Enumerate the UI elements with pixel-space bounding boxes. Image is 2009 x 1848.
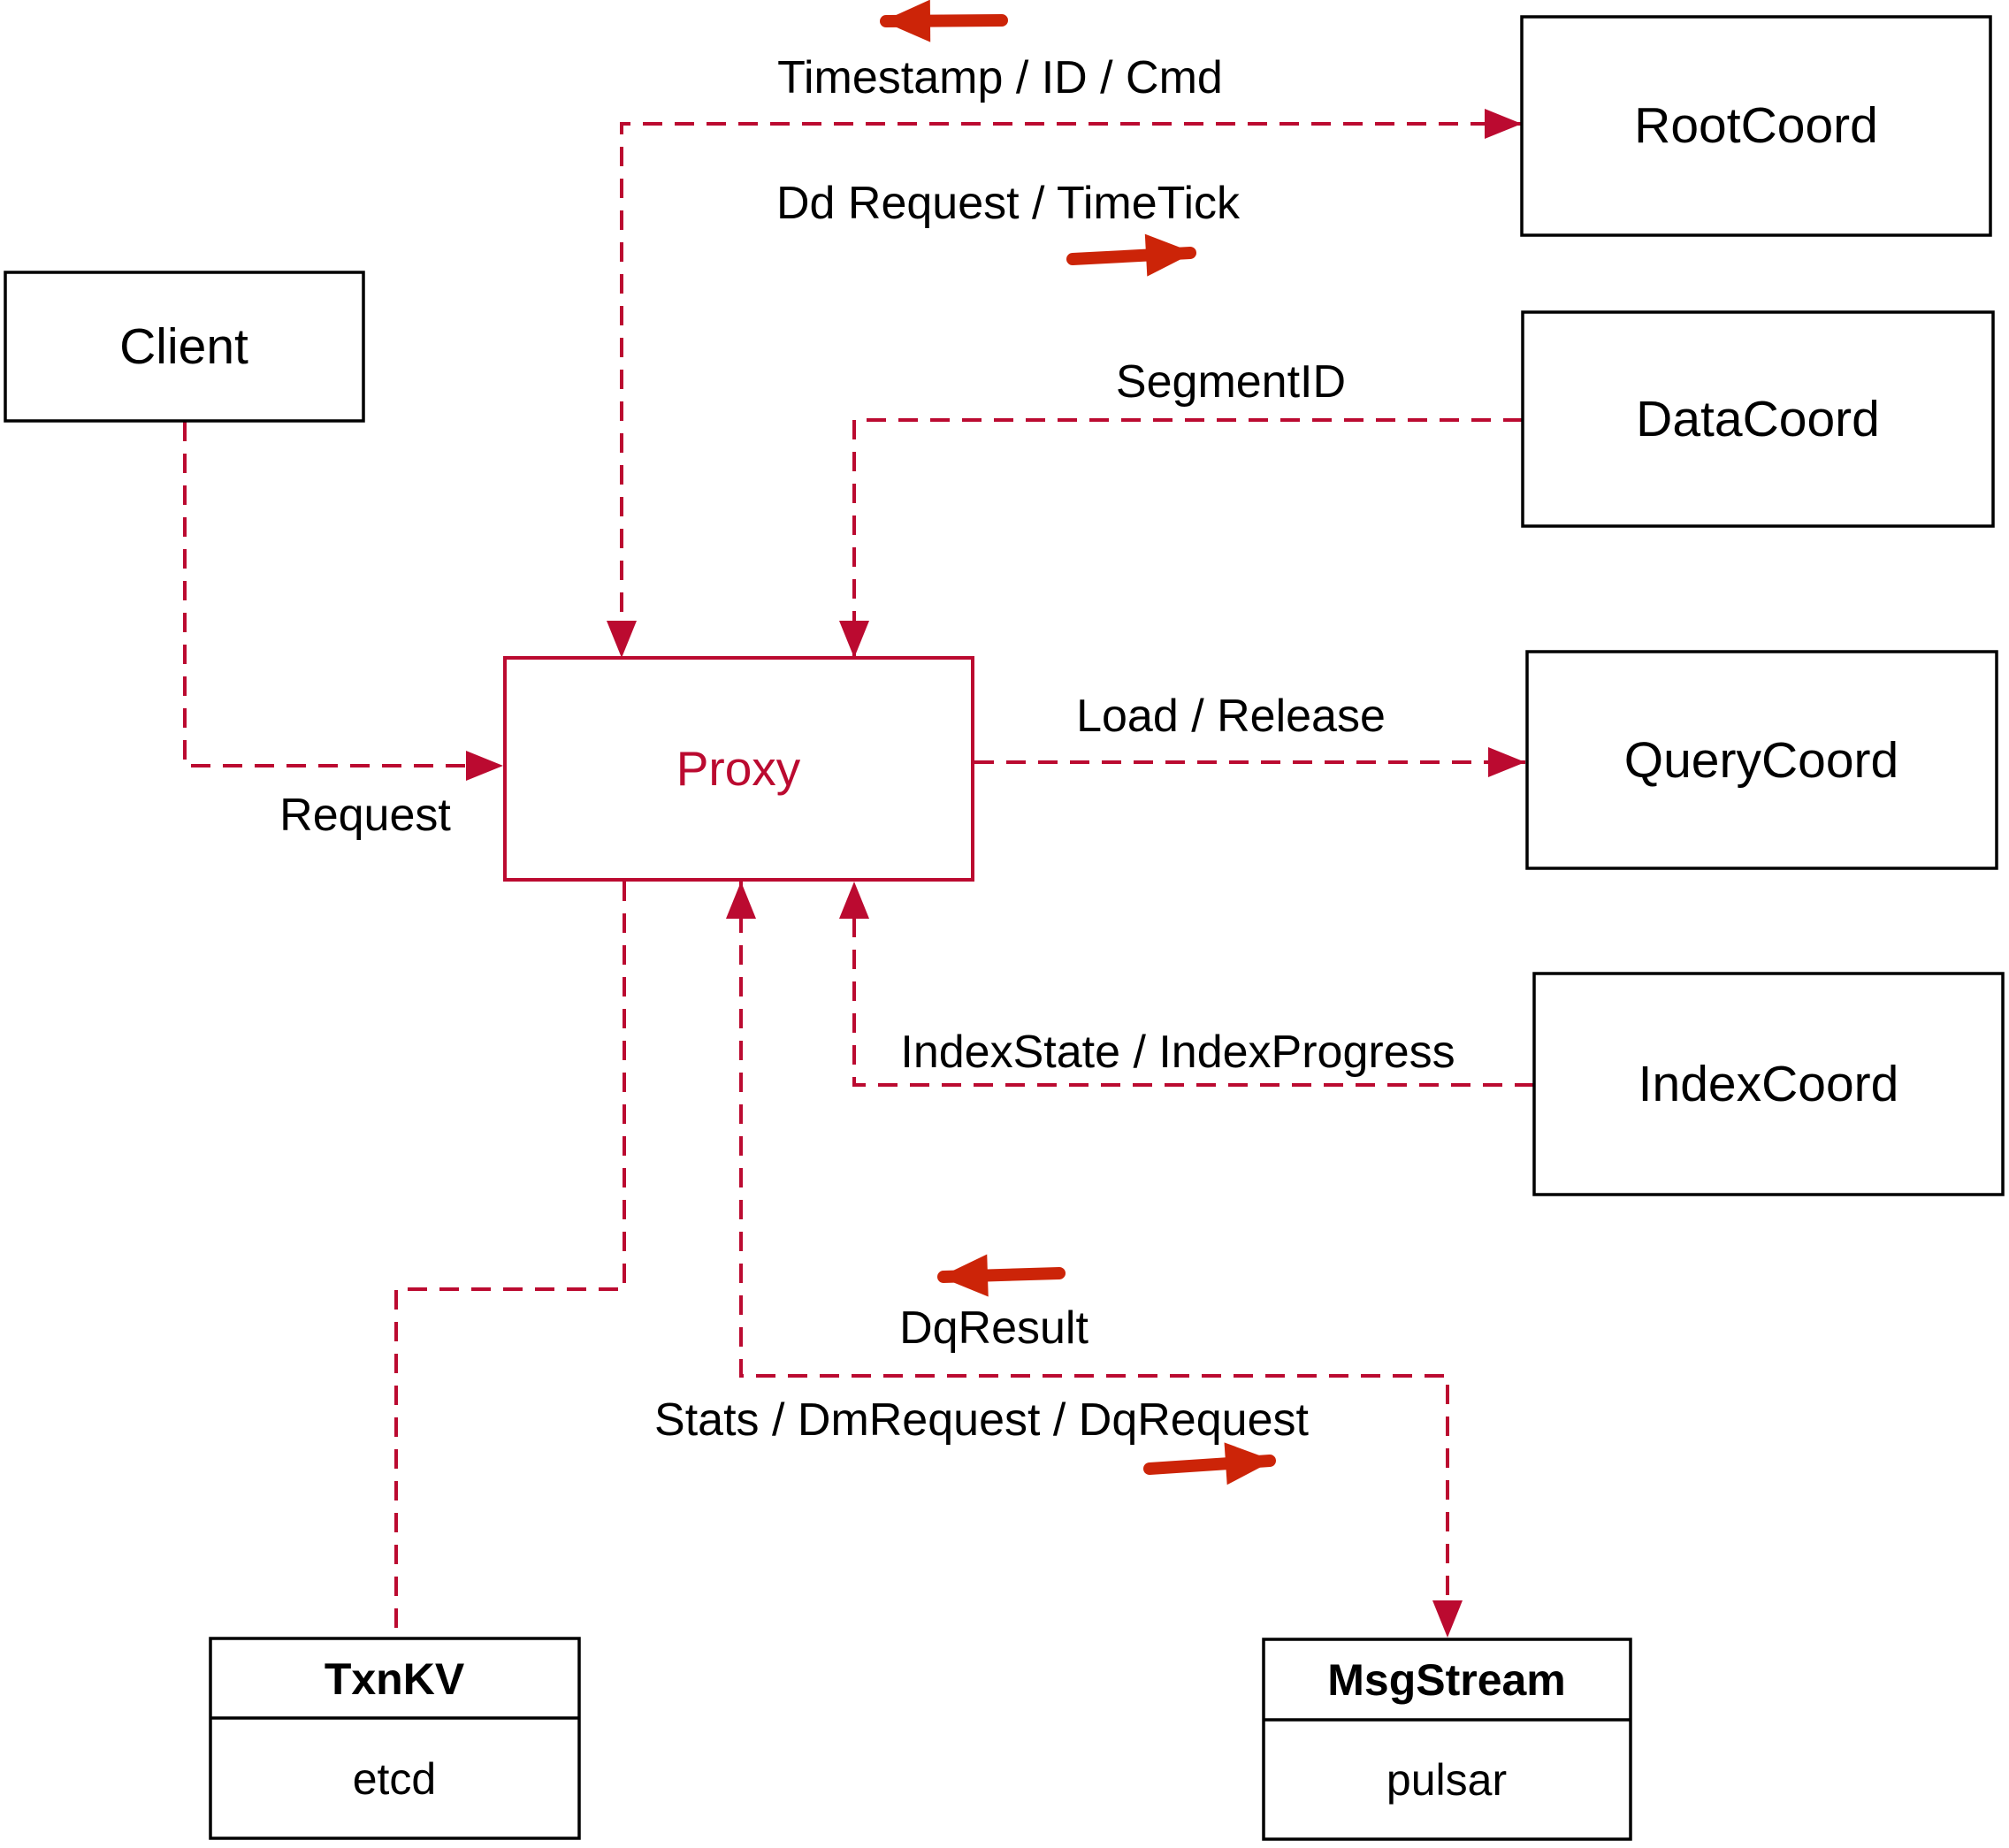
edge-label-index-state: IndexState / IndexProgress [900,1027,1455,1078]
edge-label-stats-dm-dq: Stats / DmRequest / DqRequest [654,1394,1309,1446]
client-box [4,271,365,423]
msgstream-box [1262,1638,1632,1841]
indexcoord-label: IndexCoord [1639,1056,1899,1112]
edge-label-segment-id: SegmentID [1116,356,1346,408]
datacoord-node: DataCoord [1521,310,1995,528]
txnkv-sublabel: etcd [353,1754,437,1804]
txnkv-label: TxnKV [325,1654,465,1704]
msgstream-label: MsgStream [1327,1655,1566,1705]
stats-right-arrow-icon [1143,1442,1276,1485]
edge-proxy-msgstream [726,882,1463,1638]
edge-label-timestamp-id-cmd: Timestamp / ID / Cmd [777,52,1223,103]
edge-datacoord-proxy [839,418,1523,658]
proxy-node: Proxy [503,656,974,882]
querycoord-box [1525,650,1998,870]
rootcoord-node: RootCoord [1520,15,1992,237]
edge-proxy-rootcoord [607,109,1522,658]
client-node: Client [4,271,365,423]
datacoord-label: DataCoord [1636,391,1880,447]
client-label: Client [119,318,248,375]
datacoord-box [1521,310,1995,528]
rootcoord-box [1520,15,1992,237]
dq-result-left-arrow-icon [937,1254,1066,1297]
edge-proxy-txnkv [394,882,626,1637]
indexcoord-node: IndexCoord [1532,972,2005,1196]
msgstream-sublabel: pulsar [1386,1755,1507,1805]
querycoord-label: QueryCoord [1624,732,1898,789]
timestamp-left-arrow-icon [880,0,1008,42]
txnkv-node: TxnKV etcd [209,1637,581,1840]
edge-client-proxy [183,422,503,781]
edge-label-load-release: Load / Release [1076,691,1386,742]
txnkv-box [209,1637,581,1840]
msgstream-node: MsgStream pulsar [1262,1638,1632,1841]
edge-label-dq-result: DqResult [899,1302,1089,1354]
dd-request-right-arrow-icon [1066,233,1196,277]
proxy-box [503,656,974,882]
edge-label-request: Request [279,790,451,841]
indexcoord-box [1532,972,2005,1196]
edge-label-dd-request-timetick: Dd Request / TimeTick [776,178,1241,229]
querycoord-node: QueryCoord [1525,650,1998,870]
proxy-label: Proxy [676,741,801,796]
rootcoord-label: RootCoord [1634,97,1878,154]
